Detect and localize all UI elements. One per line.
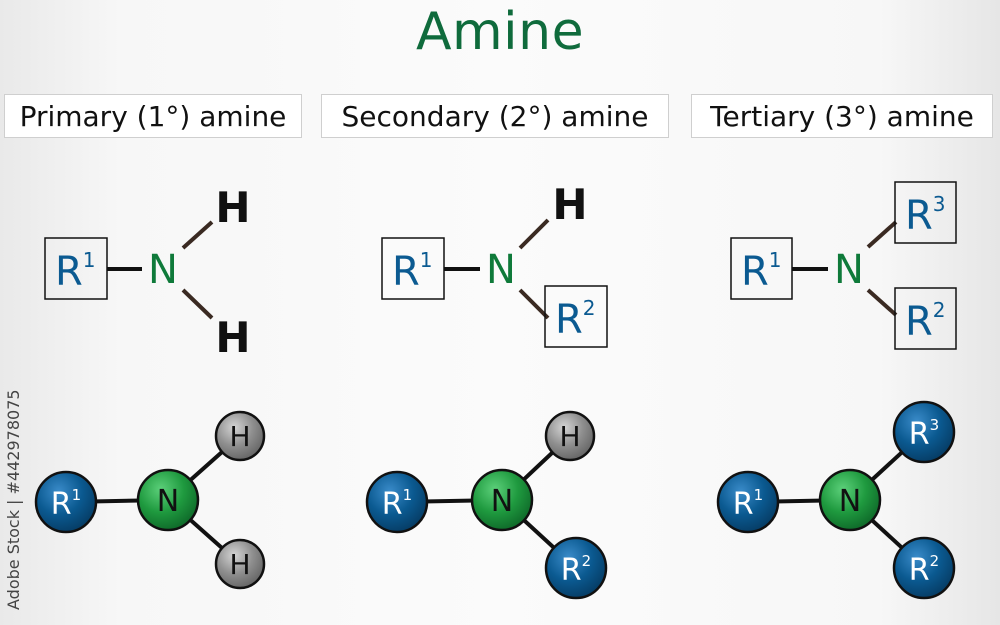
r2-group-box <box>544 285 608 348</box>
r1-group-box <box>381 237 445 300</box>
r2-atom-ball <box>892 536 956 600</box>
hydrogen-atom-ball-upper <box>214 410 266 462</box>
bond-n-h <box>518 218 550 250</box>
hydrogen-atom-ball <box>544 410 596 462</box>
nitrogen-symbol: N <box>834 247 864 293</box>
bond-n-h-lower <box>181 288 214 320</box>
hydrogen-symbol-upper: H <box>215 183 250 232</box>
tertiary-structural-formula: R1 N R3 R2 <box>730 181 957 350</box>
nitrogen-atom-label: N <box>157 484 179 519</box>
nitrogen-atom-label: N <box>491 484 513 519</box>
secondary-structural-formula: R1 N H R2 <box>381 180 608 348</box>
r2-group-symbol: R2 <box>905 298 946 345</box>
secondary-ball-and-stick-model: R1 N H R2 <box>365 410 608 600</box>
bond-n-r2 <box>518 288 550 320</box>
r1-atom-label: R1 <box>733 486 763 522</box>
r1-group-symbol: R1 <box>392 248 433 295</box>
r1-atom-ball <box>34 470 98 534</box>
r2-atom-label: R2 <box>909 552 939 588</box>
tertiary-amine-label: Tertiary (3°) amine <box>691 94 993 138</box>
r2-atom-label: R2 <box>561 552 591 588</box>
nitrogen-symbol: N <box>486 247 516 293</box>
tertiary-ball-and-stick-model: R1 N R3 R2 <box>716 400 956 600</box>
r2-atom-ball <box>544 536 608 600</box>
r1-atom-ball <box>716 470 780 534</box>
r1-atom-label: R1 <box>382 486 412 522</box>
r3-group-box <box>894 181 957 244</box>
nitrogen-symbol: N <box>148 247 178 293</box>
r2-group-symbol: R2 <box>555 296 596 343</box>
r1-group-box <box>730 237 793 300</box>
stock-watermark: Adobe Stock | #442978075 <box>4 389 23 611</box>
hydrogen-atom-ball-lower <box>214 538 266 590</box>
r1-atom-label: R1 <box>51 486 81 522</box>
bond-n-h-upper <box>181 220 214 250</box>
hydrogen-symbol: H <box>552 180 587 229</box>
primary-ball-and-stick-model: R1 N H H <box>34 410 266 590</box>
r3-group-symbol: R3 <box>905 192 946 239</box>
hydrogen-atom-label: H <box>559 420 580 453</box>
r1-group-box <box>44 237 108 300</box>
secondary-amine-label: Secondary (2°) amine <box>321 94 669 138</box>
nitrogen-atom-label: N <box>839 484 861 519</box>
bond-n-r3 <box>866 220 898 249</box>
r3-atom-ball <box>892 400 956 464</box>
hydrogen-atom-label-lower: H <box>229 548 250 581</box>
r1-group-symbol: R1 <box>741 248 782 295</box>
hydrogen-symbol-lower: H <box>215 313 250 362</box>
r2-group-box <box>894 287 957 350</box>
r3-atom-label: R3 <box>909 416 939 452</box>
primary-structural-formula: R1 N H H <box>44 183 251 362</box>
hydrogen-atom-label-upper: H <box>229 420 250 453</box>
r1-atom-ball <box>365 470 429 534</box>
nitrogen-atom-ball <box>470 468 534 532</box>
bond-n-r2 <box>866 288 898 317</box>
page-title: Amine <box>415 2 585 62</box>
nitrogen-atom-ball <box>818 468 882 532</box>
r1-group-symbol: R1 <box>55 248 96 295</box>
primary-amine-label: Primary (1°) amine <box>4 94 302 138</box>
nitrogen-atom-ball <box>136 468 200 532</box>
